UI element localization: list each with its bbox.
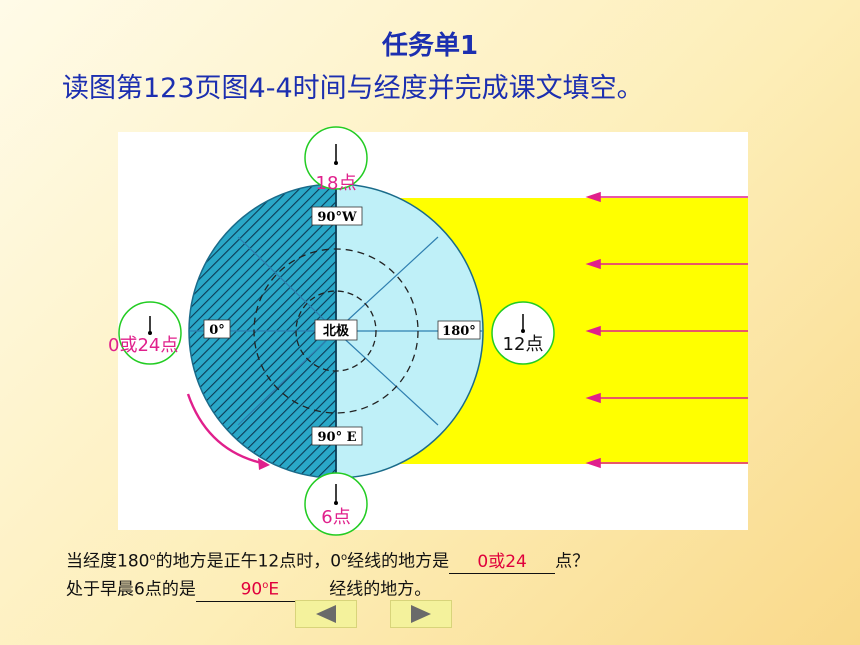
answer-blank-1[interactable]: 0或24 bbox=[449, 551, 556, 574]
rotation-arrow-head bbox=[258, 458, 270, 470]
clock-label-18: 18点 bbox=[316, 173, 357, 194]
triangle-right-icon bbox=[411, 605, 431, 623]
clock-bottom bbox=[304, 472, 368, 536]
clock-right bbox=[491, 301, 555, 365]
clock-top bbox=[304, 126, 368, 190]
latitude-circle-inner bbox=[295, 290, 377, 372]
clock-left bbox=[118, 301, 182, 365]
label-180-degree: 180° bbox=[442, 324, 476, 339]
triangle-left-icon bbox=[316, 605, 336, 623]
rotation-arrow bbox=[186, 393, 267, 466]
label-0-degree: 0° bbox=[209, 323, 225, 338]
label-90w: 90°W bbox=[317, 210, 357, 225]
label-north-pole: 北极 bbox=[323, 323, 350, 339]
page-subtitle: 读图第123页图4-4时间与经度并完成课文填空。 bbox=[62, 73, 644, 104]
clock-label-6: 6点 bbox=[321, 507, 350, 528]
clock-label-0-or-24: 0或24点 bbox=[108, 335, 178, 356]
sun-ray-arrows bbox=[585, 191, 748, 469]
latitude-circle-outer bbox=[253, 248, 419, 414]
time-longitude-diagram: 90°W 0° 180° 90° E 北极 18点 0或24点 12点 6点 bbox=[108, 126, 748, 536]
label-90e: 90° E bbox=[317, 430, 356, 445]
page-title: 任务单1 bbox=[381, 31, 479, 61]
next-button[interactable] bbox=[390, 600, 452, 628]
prev-button[interactable] bbox=[295, 600, 357, 628]
answer-blank-2[interactable]: 90oE bbox=[195, 575, 324, 602]
clock-label-12: 12点 bbox=[503, 334, 544, 355]
